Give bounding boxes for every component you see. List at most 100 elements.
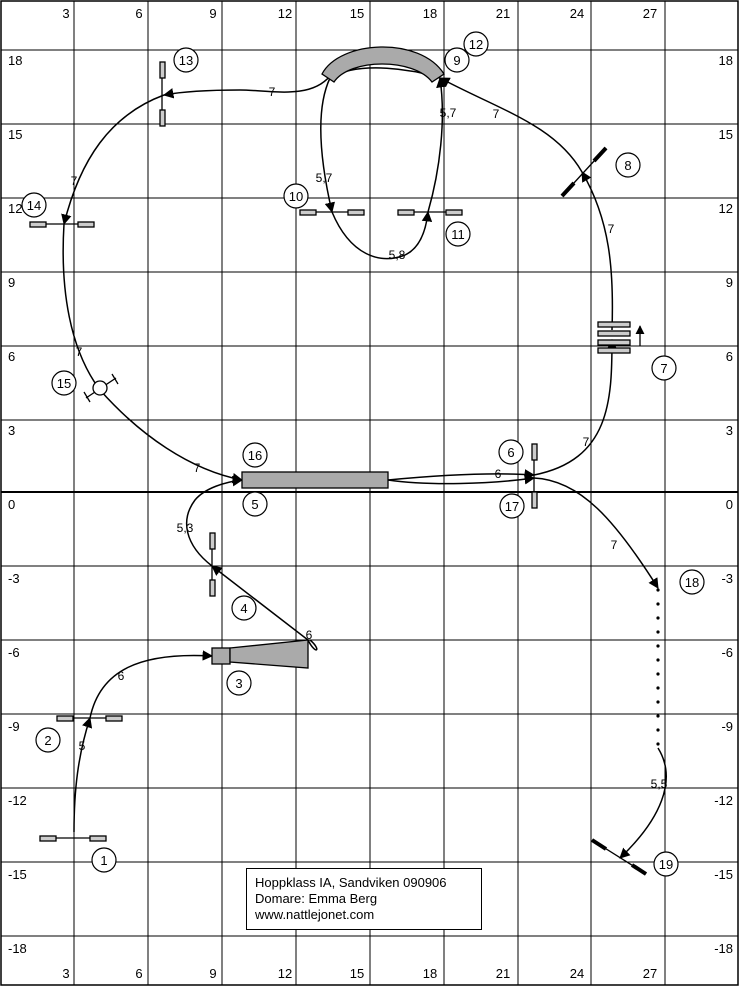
path-5-6	[387, 469, 536, 481]
obstacle-9-12-curved-tunnel	[321, 46, 445, 83]
y-axis-labels-right: 18 15 12 9 6 3 0 -3 -6 -9 -12 -15 -18	[714, 53, 733, 956]
svg-text:15: 15	[57, 376, 71, 391]
svg-text:7: 7	[660, 361, 667, 376]
svg-text:4: 4	[240, 601, 247, 616]
x-tick-label: 3	[62, 6, 69, 21]
x-tick-label: 27	[643, 6, 657, 21]
path-18-19	[619, 747, 667, 859]
weave-pole	[656, 728, 660, 732]
weave-pole	[656, 630, 660, 634]
number-17: 17	[499, 493, 525, 519]
number-8: 8	[615, 152, 641, 178]
y-tick-label: 12	[8, 201, 22, 216]
x-tick-label: 3	[62, 966, 69, 981]
number-13: 13	[173, 47, 199, 73]
number-19: 19	[653, 851, 679, 877]
course-path	[61, 67, 667, 859]
distance-label: 5,8	[389, 248, 406, 262]
path-8-9	[439, 77, 583, 173]
y-tick-label: 18	[8, 53, 22, 68]
judge-name: Domare: Emma Berg	[255, 891, 378, 906]
number-4: 4	[231, 595, 257, 621]
distance-label: 7	[608, 222, 615, 236]
distance-label: 6	[118, 669, 125, 683]
svg-text:11: 11	[451, 227, 465, 242]
number-10: 10	[283, 183, 309, 209]
x-tick-label: 18	[423, 6, 437, 21]
x-tick-label: 21	[496, 6, 510, 21]
x-tick-label: 15	[350, 6, 364, 21]
path-11-12	[427, 76, 447, 213]
svg-text:9: 9	[453, 53, 460, 68]
obstacle-10-jump	[299, 209, 365, 216]
y-tick-label: -12	[8, 793, 27, 808]
distance-label: 5,7	[316, 171, 333, 185]
svg-text:3: 3	[235, 676, 242, 691]
weave-pole	[656, 672, 660, 676]
distance-label: 7	[194, 461, 201, 475]
svg-text:2: 2	[44, 733, 51, 748]
path-4-5	[185, 475, 244, 567]
svg-text:13: 13	[179, 53, 193, 68]
svg-text:17: 17	[505, 499, 519, 514]
path-14-15	[62, 223, 101, 391]
y-tick-label: 3	[8, 423, 15, 438]
number-9: 9	[444, 47, 470, 73]
obstacle-3-chute	[211, 639, 309, 669]
weave-pole	[656, 616, 660, 620]
weave-pole	[656, 714, 660, 718]
svg-text:5: 5	[251, 497, 258, 512]
y-tick-label: -9	[8, 719, 20, 734]
distance-label: 7	[493, 107, 500, 121]
svg-text:14: 14	[27, 198, 41, 213]
y-tick-label: -12	[714, 793, 733, 808]
distance-label: 7	[71, 174, 78, 188]
y-tick-label: -6	[721, 645, 733, 660]
y-tick-label: 12	[719, 201, 733, 216]
weave-pole	[656, 602, 660, 606]
distance-label: 6	[306, 628, 313, 642]
course-info-box: Hoppklass IA, Sandviken 090906 Domare: E…	[246, 868, 482, 930]
y-tick-label: -9	[721, 719, 733, 734]
distance-label: 7	[583, 435, 590, 449]
y-tick-label: 6	[8, 349, 15, 364]
y-tick-label: 6	[726, 349, 733, 364]
x-tick-label: 9	[209, 966, 216, 981]
distance-label: 7	[76, 345, 83, 359]
number-2: 2	[35, 727, 61, 753]
y-tick-label: -18	[8, 941, 27, 956]
path-9-10	[319, 67, 441, 214]
obstacle-7-triple	[597, 321, 645, 354]
y-tick-label: -18	[714, 941, 733, 956]
obstacle-18-weave	[656, 588, 660, 746]
y-tick-label: -15	[714, 867, 733, 882]
x-tick-label: 27	[643, 966, 657, 981]
number-1: 1	[91, 847, 117, 873]
path-15-16	[99, 389, 244, 484]
number-5: 5	[242, 491, 268, 517]
obstacle-number-labels: 1 2 3 4 5 6 7 8 9 10 11 12 13 14 15 16 1…	[21, 31, 705, 877]
obstacle-6-17-jump	[531, 443, 538, 509]
obstacles	[29, 46, 660, 876]
y-tick-label: 15	[8, 127, 22, 142]
svg-text:10: 10	[289, 189, 303, 204]
path-6-7	[533, 338, 618, 476]
number-3: 3	[226, 670, 252, 696]
x-tick-label: 18	[423, 966, 437, 981]
distance-label: 5,5	[651, 777, 668, 791]
path-2-3	[89, 650, 214, 719]
path-17-18	[533, 477, 659, 589]
number-18: 18	[679, 569, 705, 595]
number-12: 12	[463, 31, 489, 57]
obstacle-5-16-tunnel	[241, 471, 389, 489]
y-tick-label: -3	[721, 571, 733, 586]
distance-label: 5,3	[177, 521, 194, 535]
x-tick-label: 6	[135, 6, 142, 21]
y-tick-label: -6	[8, 645, 20, 660]
weave-pole	[656, 588, 660, 592]
path-10-11	[331, 210, 433, 260]
svg-text:8: 8	[624, 158, 631, 173]
number-11: 11	[445, 221, 471, 247]
